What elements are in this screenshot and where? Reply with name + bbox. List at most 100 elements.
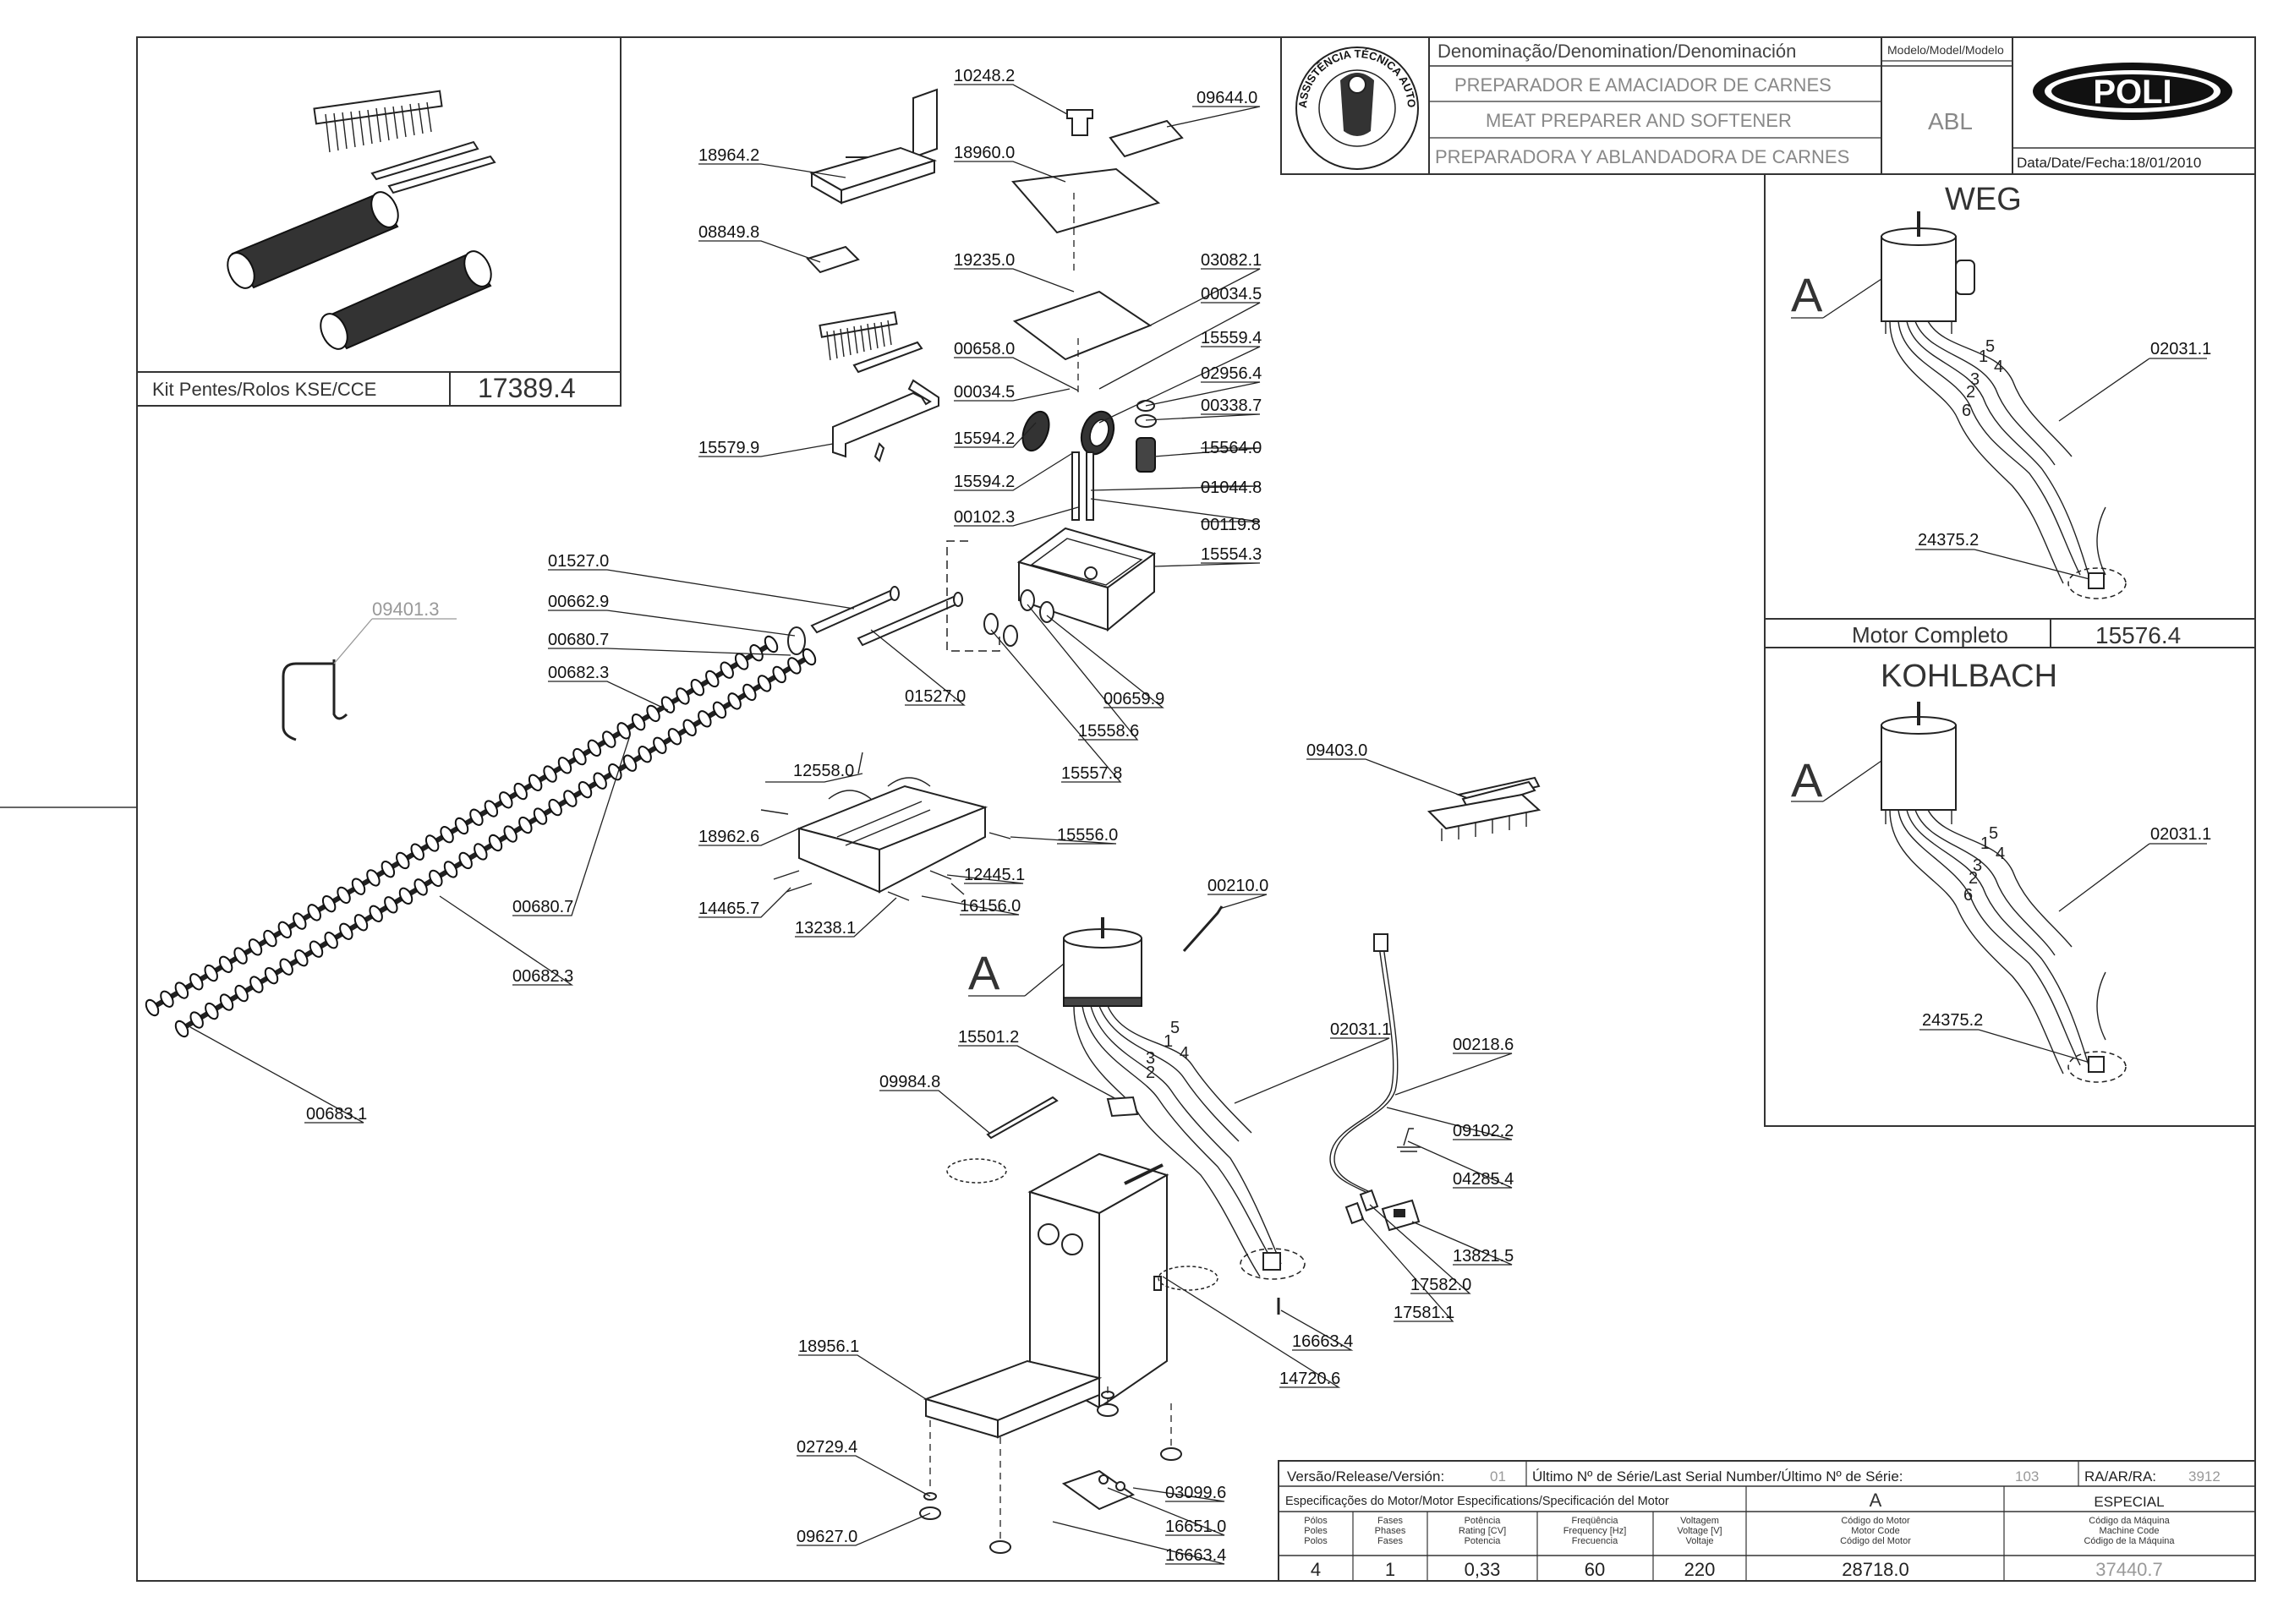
blade-disc xyxy=(458,851,473,870)
blade-disc xyxy=(321,894,337,913)
label-15594-2-a: 15594.2 xyxy=(954,429,1015,448)
blade-disc xyxy=(398,887,413,905)
kohlbach-wire-1: 1 xyxy=(1980,834,1990,853)
serial-value: 103 xyxy=(2015,1468,2039,1485)
label-16663-4-a: 16663.4 xyxy=(1292,1332,1353,1351)
blade-disc xyxy=(293,912,307,930)
blade-disc xyxy=(488,834,503,852)
label-01527-0-b: 01527.0 xyxy=(905,687,966,706)
blade-disc xyxy=(307,904,321,921)
blade-disc xyxy=(277,921,293,939)
label-09627-0: 09627.0 xyxy=(797,1528,857,1546)
spec-header-text: Frequency [Hz] xyxy=(1563,1526,1627,1536)
label-02956-4: 02956.4 xyxy=(1201,364,1262,383)
serial-label: Último Nº de Série/Last Serial Number/Úl… xyxy=(1532,1468,1903,1485)
blade-disc xyxy=(189,973,204,991)
blade-disc xyxy=(757,675,772,692)
label-plate-09644-0 xyxy=(1109,119,1184,158)
label-00680-7-a: 00680.7 xyxy=(548,631,609,649)
label-13238-1: 13238.1 xyxy=(795,919,856,938)
label-03082-1: 03082.1 xyxy=(1201,251,1262,270)
comb-assembly xyxy=(819,311,923,374)
blade-disc xyxy=(787,657,802,675)
blade-disc xyxy=(602,730,616,748)
label-01527-0-a: 01527.0 xyxy=(548,552,609,571)
blade-disc xyxy=(705,670,720,688)
spec-value-text: 0,33 xyxy=(1465,1559,1501,1580)
kohlbach-title: KOHLBACH xyxy=(1881,659,2057,694)
hook-09401-3 xyxy=(282,659,348,741)
kohlbach-motor-panel: KOHLBACH A 5 1 4 3 2 6 02031.1 24375.2 xyxy=(1764,647,2256,1127)
label-00338-7: 00338.7 xyxy=(1201,396,1262,415)
blade-disc xyxy=(264,966,279,985)
blade-disc xyxy=(622,754,638,772)
weg-motor-panel: WEG Motor Completo 15576.4 A 5 1 4 3 2 6… xyxy=(1764,173,2256,648)
label-00119-8: 00119.8 xyxy=(1201,516,1261,534)
spec-header-text: Polos xyxy=(1304,1536,1328,1546)
part-labels: 10248.2 09644.0 18964.2 18960.0 08849.8 … xyxy=(306,67,1514,1565)
label-02729-4: 02729.4 xyxy=(797,1438,857,1457)
label-00034-5-b: 00034.5 xyxy=(954,383,1015,402)
blade-disc xyxy=(638,746,652,763)
roller-blade-row-upper xyxy=(145,635,779,1017)
washer-stack-15564-0 xyxy=(1135,400,1157,473)
label-01044-8: 01044.8 xyxy=(1201,478,1262,497)
blade-disc xyxy=(503,825,517,843)
label-18956-1: 18956.1 xyxy=(798,1337,859,1356)
wire-clip-00210-0 xyxy=(1182,905,1224,952)
label-15564-0: 15564.0 xyxy=(1201,439,1262,457)
spec-header-text: Voltaje xyxy=(1685,1536,1713,1546)
label-16156-0: 16156.0 xyxy=(960,897,1021,916)
model-value: ABL xyxy=(1928,108,1973,134)
blade-disc xyxy=(513,782,528,801)
blade-disc xyxy=(424,834,440,852)
main-callout-a: A xyxy=(968,946,1000,999)
spec-header-text: Potência xyxy=(1465,1516,1502,1526)
frame-15579-9 xyxy=(832,379,939,462)
comb-holder-18964-2 xyxy=(809,88,938,205)
label-09403-0: 09403.0 xyxy=(1306,741,1367,760)
label-00682-3-b: 00682.3 xyxy=(512,967,573,986)
rod-09984-8 xyxy=(986,1096,1059,1140)
name-en: MEAT PREPARER AND SOFTENER xyxy=(1486,110,1792,131)
blade-disc xyxy=(646,704,660,723)
weg-label-24375-2: 24375.2 xyxy=(1918,531,1979,550)
blade-disc xyxy=(676,687,690,705)
blade-disc xyxy=(204,964,218,982)
blade-disc xyxy=(369,905,383,922)
spec-header-text: Phases xyxy=(1375,1526,1406,1536)
version-value: 01 xyxy=(1490,1468,1506,1485)
kohlbach-wire-2: 2 xyxy=(1969,869,1978,888)
label-15501-2: 15501.2 xyxy=(958,1028,1019,1047)
cover-18960-0 xyxy=(1011,167,1161,234)
label-16663-4-b: 16663.4 xyxy=(1165,1546,1226,1565)
blade-disc xyxy=(660,696,676,714)
special-column-header: ESPECIAL xyxy=(2094,1494,2164,1510)
blade-disc xyxy=(263,929,277,948)
blade-disc xyxy=(578,780,593,799)
blade-disc xyxy=(429,869,443,888)
kit-code: 17389.4 xyxy=(478,373,576,403)
spec-header-text: Rating [CV] xyxy=(1459,1526,1506,1536)
label-18960-0: 18960.0 xyxy=(954,144,1015,162)
label-09102-2: 09102.2 xyxy=(1453,1122,1514,1140)
main-wire-3: 3 xyxy=(1146,1049,1155,1068)
spec-header-text: Pólos xyxy=(1304,1516,1328,1526)
label-17581-1: 17581.1 xyxy=(1394,1304,1454,1322)
blade-disc xyxy=(384,896,398,914)
weg-label-02031-1: 02031.1 xyxy=(2150,340,2211,358)
blade-disc xyxy=(802,648,817,666)
weg-wire-5: 5 xyxy=(1985,337,1995,356)
blade-disc xyxy=(189,1011,204,1029)
spec-header-text: Fases xyxy=(1377,1536,1403,1546)
blade-disc xyxy=(205,1002,219,1020)
blade-disc xyxy=(381,861,396,878)
ra-value: 3912 xyxy=(2188,1468,2221,1485)
label-09984-8: 09984.8 xyxy=(879,1073,940,1091)
weg-wire-6: 6 xyxy=(1962,402,1971,420)
blade-disc xyxy=(572,747,587,766)
label-00210-0: 00210.0 xyxy=(1207,877,1268,895)
kohlbach-callout: A xyxy=(1791,753,1823,807)
label-00683-1: 00683.1 xyxy=(306,1105,367,1124)
